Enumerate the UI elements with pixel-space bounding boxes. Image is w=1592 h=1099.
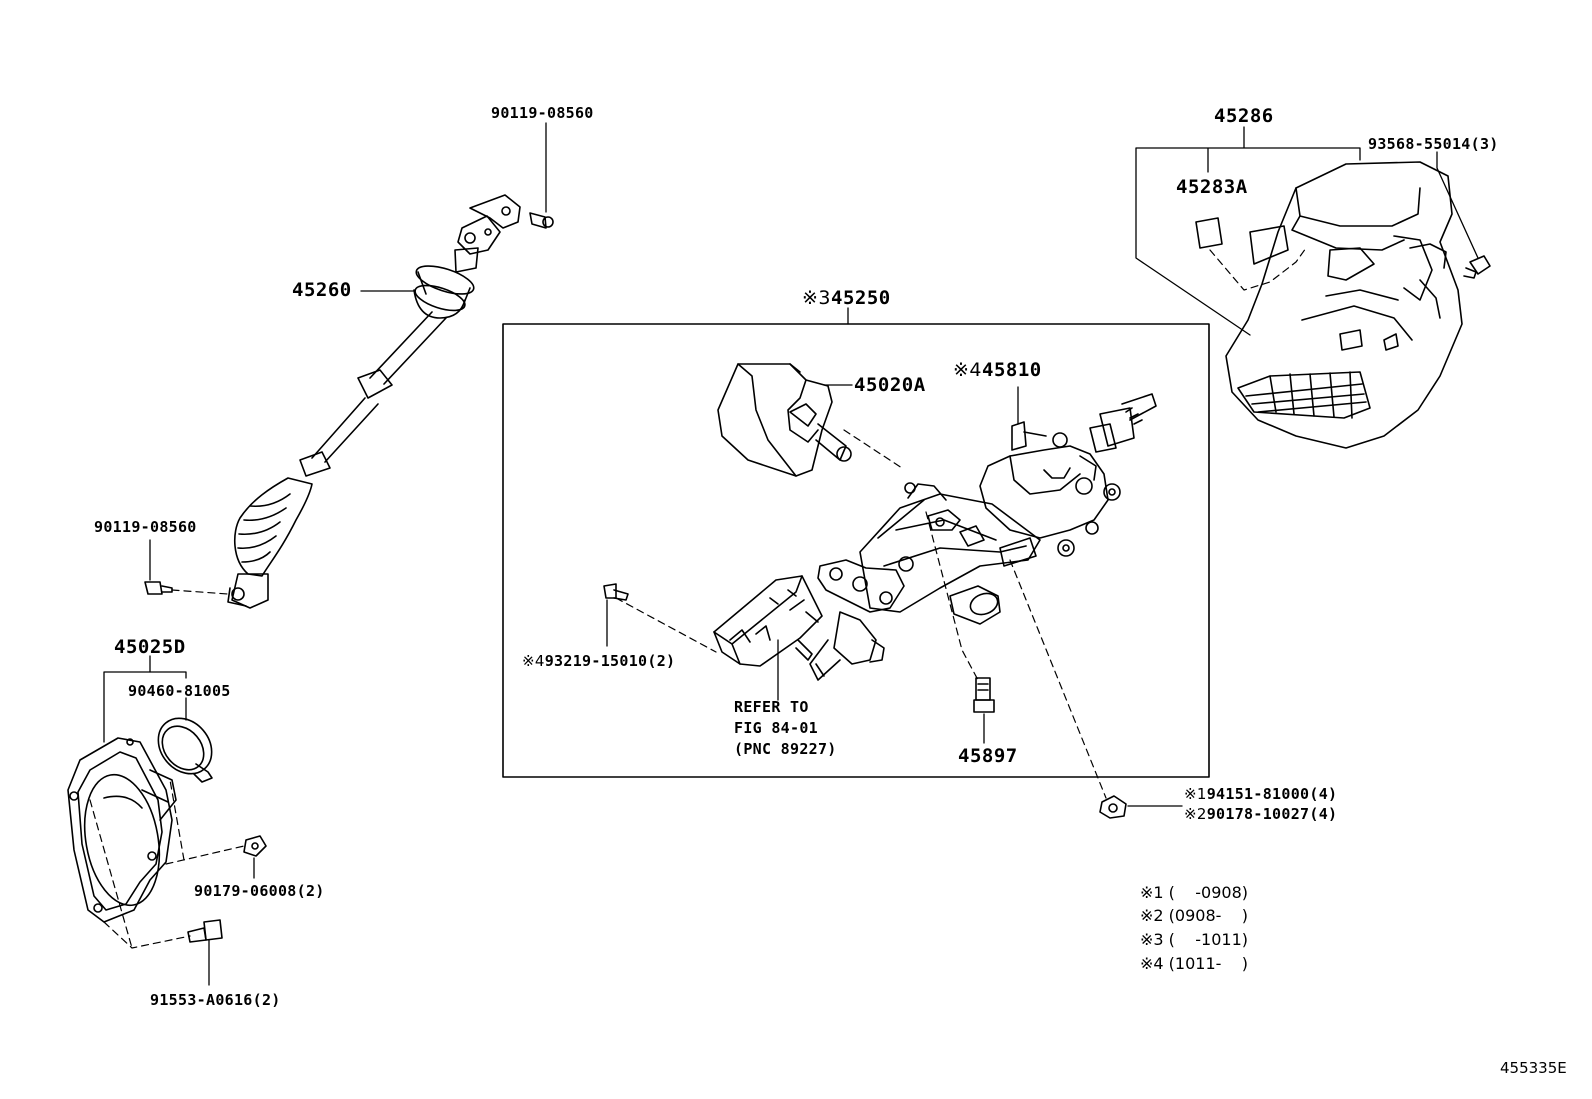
part-label-45020A: 45020A — [854, 374, 926, 396]
note-mark-2: ※2 — [1184, 805, 1207, 823]
part-number-93219: 93219-15010(2) — [544, 652, 676, 670]
part-label-45286: 45286 — [1214, 105, 1274, 127]
dashed-lines — [89, 247, 1307, 949]
bolt-90119-left-drawing — [144, 581, 173, 595]
note-mark-4b: ※4 — [522, 652, 545, 670]
bolt-91553-drawing — [187, 919, 223, 943]
nut-90179-drawing — [243, 835, 267, 857]
part-label-91553: 91553-A0616(2) — [150, 991, 281, 1009]
leader-lines — [103, 122, 1479, 986]
part-label-90460: 90460-81005 — [128, 682, 231, 700]
column-assembly-frame — [502, 323, 1210, 778]
clamp-90460-drawing — [157, 717, 213, 783]
nut-94151-drawing — [1099, 795, 1127, 819]
intermediate-shaft-drawing — [227, 194, 521, 609]
column-cover-drawing — [1195, 161, 1463, 449]
bolt-90119-top-drawing — [529, 212, 554, 229]
bolt-45897-drawing — [973, 677, 995, 713]
part-label-93219: ※493219-15010(2) — [522, 652, 675, 670]
date-note-2: ※2 (0908- ) — [1140, 906, 1248, 925]
note-mark-1: ※1 — [1184, 785, 1207, 803]
screw-93568-drawing — [1463, 255, 1491, 279]
part-number-45250: 45250 — [831, 287, 891, 309]
control-module-drawing — [713, 575, 823, 667]
part-label-45250: ※345250 — [802, 287, 891, 309]
part-label-90119-top: 90119-08560 — [491, 104, 594, 122]
part-label-94151: ※194151-81000(4) — [1184, 785, 1337, 803]
part-label-45025D: 45025D — [114, 636, 186, 658]
steering-column-drawing — [809, 393, 1157, 681]
part-number-94151: 94151-81000(4) — [1206, 785, 1338, 803]
column-hole-cover-drawing — [67, 737, 177, 923]
part-label-45897: 45897 — [958, 745, 1018, 767]
refer-line-1: REFER TO — [734, 698, 809, 716]
part-label-45260: 45260 — [292, 279, 352, 301]
date-note-3: ※3 ( -1011) — [1140, 930, 1248, 949]
part-label-93568: 93568-55014(3) — [1368, 135, 1499, 153]
part-label-45283A: 45283A — [1176, 176, 1248, 198]
date-note-1: ※1 ( -0908) — [1140, 883, 1248, 902]
refer-note: REFER TO FIG 84-01 (PNC 89227) — [734, 697, 837, 760]
refer-line-2: FIG 84-01 — [734, 719, 818, 737]
part-label-90179: 90179-06008(2) — [194, 882, 325, 900]
note-mark-3: ※3 — [802, 287, 832, 309]
refer-line-3: (PNC 89227) — [734, 740, 837, 758]
part-label-45810: ※445810 — [953, 359, 1042, 381]
part-number-90178: 90178-10027(4) — [1206, 805, 1338, 823]
date-note-4: ※4 (1011- ) — [1140, 954, 1248, 973]
part-label-90119-left: 90119-08560 — [94, 518, 197, 536]
figure-id: 455335E — [1500, 1059, 1567, 1077]
part-number-45810: 45810 — [982, 359, 1042, 381]
actuator-45020A-drawing — [717, 363, 852, 477]
part-label-90178: ※290178-10027(4) — [1184, 805, 1337, 823]
note-mark-4: ※4 — [953, 359, 983, 381]
